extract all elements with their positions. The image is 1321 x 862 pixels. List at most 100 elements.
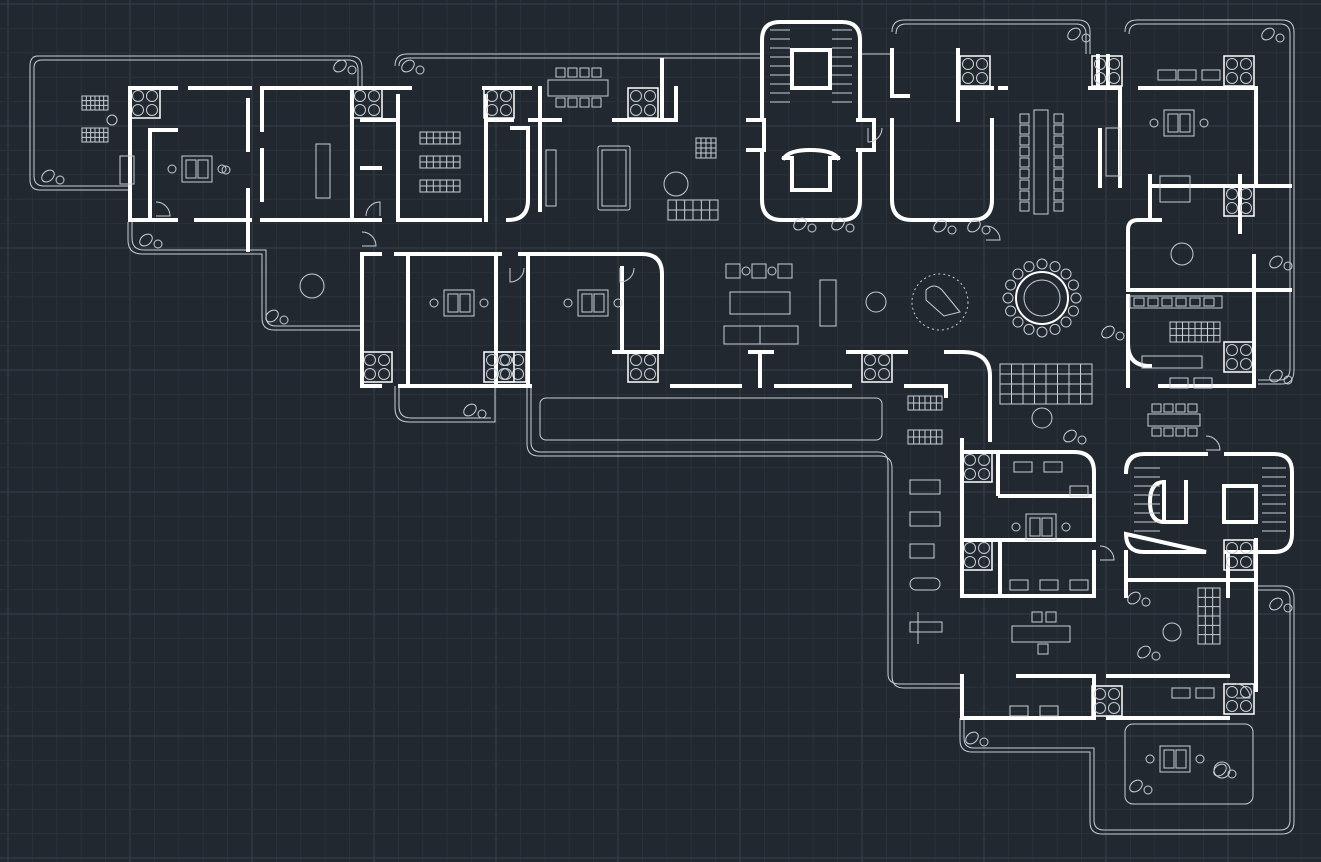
pool-deck-outline [526, 386, 960, 689]
shaft-symbol [1223, 341, 1255, 373]
east-suite-walls-2 [1096, 54, 1242, 234]
plant-icon [933, 219, 947, 233]
armchair [819, 279, 837, 327]
plant-pot [279, 315, 289, 325]
south-bedroom-outline-inner [398, 386, 491, 419]
side-lamp [217, 164, 227, 174]
round-table [1170, 242, 1194, 266]
treadmill [909, 543, 935, 559]
shaft-circle [1226, 556, 1238, 568]
shaft-circle [1108, 58, 1120, 70]
dining-table [1147, 413, 1201, 427]
chair [1019, 146, 1030, 157]
plant-pot [845, 223, 855, 233]
pillow [1179, 113, 1191, 133]
east-stair-inner [1147, 479, 1188, 525]
door-swing [619, 267, 635, 283]
plant-icon [1137, 645, 1151, 659]
shaft-circle [1240, 58, 1252, 70]
shaft-symbol [1223, 185, 1255, 217]
shaft-symbol [961, 539, 993, 571]
round-table-inner [1023, 279, 1061, 317]
chair [1053, 135, 1064, 146]
pillow [459, 293, 471, 313]
shaft-circle [1226, 202, 1238, 214]
shaft-circle [1240, 700, 1252, 712]
lamp [741, 266, 751, 276]
side-lamp [479, 298, 489, 308]
shaft-circle [1240, 542, 1252, 554]
plant-pot [1283, 375, 1293, 385]
shaft-symbol [351, 87, 383, 119]
side-lamp [1199, 118, 1209, 128]
shaft-circle [878, 368, 890, 380]
round-table [299, 273, 325, 299]
north-stair-core [760, 20, 862, 222]
round-table-chair [1067, 305, 1079, 317]
north-wing-east-wall [505, 126, 530, 223]
pillow [581, 293, 593, 313]
chair [1019, 135, 1030, 146]
furniture [41, 27, 1293, 795]
side-lamp [429, 298, 439, 308]
shaft-circle [1240, 188, 1252, 200]
shaft-circle [1240, 556, 1252, 568]
plant-pot [947, 225, 957, 235]
shaft-symbol [1223, 539, 1255, 571]
north-top-outline-inner [398, 57, 760, 67]
shaft-circle [1226, 72, 1238, 84]
door-swing [1205, 435, 1221, 451]
shaft-circle [1226, 188, 1238, 200]
sanitary-fixture [1069, 579, 1089, 591]
east-outline-inner [1128, 23, 1291, 381]
shaft-circle [644, 354, 656, 366]
shaft-circle [878, 354, 890, 366]
chair [1187, 403, 1198, 413]
cabinet [119, 155, 135, 185]
shaft-circle [378, 368, 390, 380]
long-dining-table [1033, 109, 1049, 215]
shaft-symbol [627, 87, 659, 119]
shaft-symbol [1091, 685, 1123, 717]
shaft-circle [486, 368, 498, 380]
plant-icon [1269, 597, 1283, 611]
sanitary-fixture [1193, 377, 1213, 389]
sanitary-fixture [1171, 687, 1191, 699]
lamp [221, 165, 231, 175]
round-table [1031, 407, 1053, 429]
shaft-circle [630, 104, 642, 116]
round-table-chair [1005, 279, 1017, 291]
west-lower-outline [127, 222, 362, 331]
door-swing [1235, 683, 1251, 699]
round-table-chair [1049, 323, 1061, 335]
sanitary-fixture [1177, 69, 1197, 81]
shaft-circle [354, 90, 366, 102]
chair [1163, 427, 1174, 437]
coffee-table [729, 291, 791, 315]
pillow [1041, 517, 1053, 537]
plant-icon [265, 309, 279, 323]
north-stair-inner [781, 147, 841, 192]
gym-equipment [909, 479, 941, 495]
round-table-chair [1023, 261, 1035, 273]
west-lower-outline-inner [131, 222, 362, 327]
sanitary-fixture [1195, 687, 1215, 699]
shaft-symbol [961, 451, 993, 483]
chair [1037, 643, 1049, 655]
bed-icon [577, 289, 609, 317]
chair [579, 67, 590, 78]
chair [751, 263, 767, 279]
plant-icon [831, 217, 845, 231]
lamp [767, 266, 777, 276]
north-dining-walls-2 [890, 86, 994, 98]
plant-icon [1101, 325, 1115, 339]
central-column-walls [748, 350, 964, 388]
shaft-symbol [1223, 55, 1255, 87]
door-swing [365, 201, 381, 217]
chair [1053, 201, 1064, 212]
chair [1175, 403, 1186, 413]
pillow [1167, 113, 1179, 133]
plant-pot [1115, 331, 1125, 341]
south-east-terrace [1124, 723, 1254, 805]
